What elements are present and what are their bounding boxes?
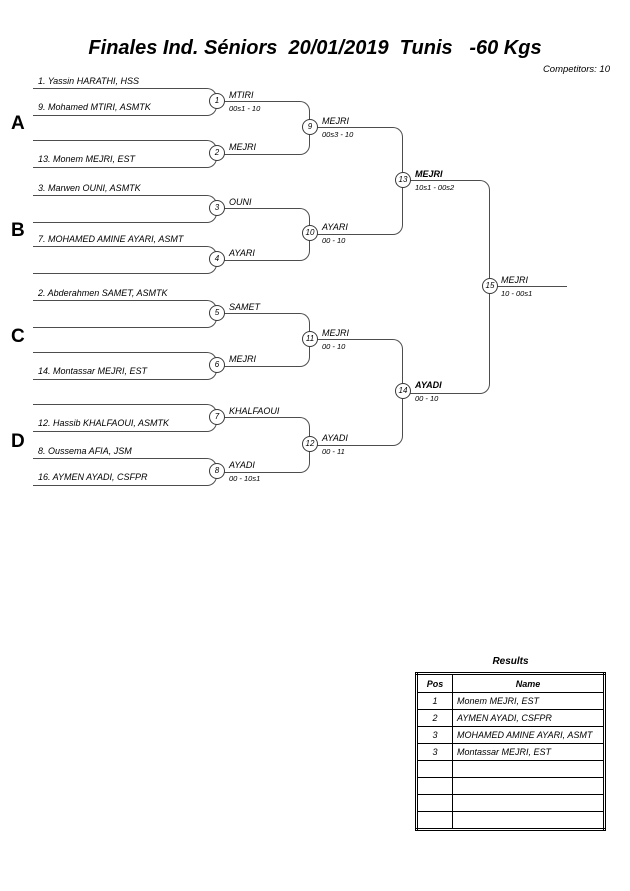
results-header-name: Name — [452, 673, 605, 693]
match-13-winner-name: MEJRI — [415, 169, 443, 179]
match-9-circle: 9 — [302, 119, 318, 135]
match-8-score: 00 - 10s1 — [229, 474, 261, 483]
results-row: 3 Montassar MEJRI, EST — [416, 743, 605, 761]
tournament-title: Finales Ind. Séniors 20/01/2019 Tunis -6… — [88, 37, 542, 59]
match-7-winner-name: KHALFAOUI — [229, 406, 280, 416]
match-2-circle: 2 — [209, 145, 225, 161]
connector-match-4 — [33, 246, 217, 274]
match-13-score: 10s1 - 00s2 — [415, 183, 455, 192]
match-14-circle: 14 — [395, 383, 411, 399]
match-14-winner-name: AYADI — [415, 380, 442, 390]
pool-d-label: D — [11, 431, 25, 452]
match-4-circle: 4 — [209, 251, 225, 267]
match-8-winner-name: AYADI — [229, 460, 255, 470]
connector-match-3 — [33, 195, 217, 223]
match-11-score: 00 - 10 — [322, 342, 346, 351]
results-row-7-pos — [416, 794, 453, 812]
match-15-circle: 15 — [482, 278, 498, 294]
pool-a-slot-2-name: 9. Mohamed MTIRI, ASMTK — [38, 102, 151, 112]
results-row-8-pos — [416, 811, 453, 830]
pool-d-slot-4-name: 16. AYMEN AYADI, CSFPR — [38, 472, 148, 482]
pool-c-slot-4-name: 14. Montassar MEJRI, EST — [38, 366, 148, 376]
match-3-winner-name: OUNI — [229, 197, 252, 207]
match-15-score: 10 - 00s1 — [501, 289, 533, 298]
match-9-winner-name: MEJRI — [322, 116, 349, 126]
match-14-score: 00 - 10 — [415, 394, 439, 403]
match-10-score: 00 - 10 — [322, 236, 346, 245]
results-row-1-pos: 1 — [416, 692, 453, 710]
connector-match-15 — [403, 180, 490, 394]
pool-c-label: C — [11, 326, 25, 347]
match-3-circle: 3 — [209, 200, 225, 216]
results-row-4-pos: 3 — [416, 743, 453, 761]
results-title: Results — [492, 656, 529, 667]
results-row-2-name: AYMEN AYADI, CSFPR — [452, 709, 605, 727]
match-15-winner-name: MEJRI — [501, 275, 528, 285]
connector-match-5 — [33, 300, 217, 328]
pool-a-slot-4-name: 13. Monem MEJRI, EST — [38, 154, 136, 164]
results-header-row: Pos Name — [416, 673, 605, 693]
pool-b-slot-3-name: 7. MOHAMED AMINE AYARI, ASMT — [38, 234, 184, 244]
results-row-4-name: Montassar MEJRI, EST — [452, 743, 605, 761]
match-6-circle: 6 — [209, 357, 225, 373]
match-1-score: 00s1 - 10 — [229, 104, 261, 113]
results-row-5-pos — [416, 760, 453, 778]
results-row-8-name — [452, 811, 605, 830]
results-row — [416, 794, 605, 812]
pool-c-slot-1-name: 2. Abderahmen SAMET, ASMTK — [38, 288, 168, 298]
results-row-7-name — [452, 794, 605, 812]
results-row-5-name — [452, 760, 605, 778]
match-11-winner-name: MEJRI — [322, 328, 349, 338]
results-row-2-pos: 2 — [416, 709, 453, 727]
match-10-winner-name: AYARI — [322, 222, 348, 232]
competitors-count: Competitors: 10 — [542, 64, 610, 75]
match-4-winner-name: AYARI — [229, 248, 255, 258]
match-12-circle: 12 — [302, 436, 318, 452]
pool-d-slot-2-name: 12. Hassib KHALFAOUI, ASMTK — [38, 418, 170, 428]
match-6-winner-name: MEJRI — [229, 354, 256, 364]
match-10-circle: 10 — [302, 225, 318, 241]
results-row-3-pos: 3 — [416, 726, 453, 744]
results-header-pos: Pos — [416, 673, 453, 693]
results-row-3-name: MOHAMED AMINE AYARI, ASMT — [452, 726, 605, 744]
results-section: Results Pos Name 1 Monem MEJRI, EST 2 AY… — [415, 656, 606, 831]
results-row-6-name — [452, 777, 605, 795]
final-winner-line — [490, 286, 567, 287]
match-1-circle: 1 — [209, 93, 225, 109]
match-11-circle: 11 — [302, 331, 318, 347]
connector-match-13 — [310, 127, 403, 235]
results-table: Pos Name 1 Monem MEJRI, EST 2 AYMEN AYAD… — [415, 672, 606, 831]
results-row: 2 AYMEN AYADI, CSFPR — [416, 709, 605, 727]
match-2-winner-name: MEJRI — [229, 142, 256, 152]
results-row-1-name: Monem MEJRI, EST — [452, 692, 605, 710]
pool-b-label: B — [11, 220, 25, 241]
match-13-circle: 13 — [395, 172, 411, 188]
match-8-circle: 8 — [209, 463, 225, 479]
pool-b-slot-1-name: 3. Marwen OUNI, ASMTK — [38, 183, 141, 193]
match-12-winner-name: AYADI — [322, 433, 348, 443]
results-row: 3 MOHAMED AMINE AYARI, ASMT — [416, 726, 605, 744]
results-row: 1 Monem MEJRI, EST — [416, 692, 605, 710]
match-5-winner-name: SAMET — [229, 302, 261, 312]
match-1-winner-name: MTIRI — [229, 90, 254, 100]
match-12-score: 00 - 11 — [322, 447, 345, 456]
results-row — [416, 811, 605, 830]
pool-a-slot-1-name: 1. Yassin HARATHI, HSS — [38, 76, 140, 86]
results-row — [416, 760, 605, 778]
connector-match-14 — [310, 339, 403, 446]
match-7-circle: 7 — [209, 409, 225, 425]
results-row-6-pos — [416, 777, 453, 795]
pool-a-label: A — [11, 113, 25, 134]
match-5-circle: 5 — [209, 305, 225, 321]
match-9-score: 00s3 - 10 — [322, 130, 354, 139]
results-row — [416, 777, 605, 795]
pool-d-slot-3-name: 8. Oussema AFIA, JSM — [38, 446, 132, 456]
